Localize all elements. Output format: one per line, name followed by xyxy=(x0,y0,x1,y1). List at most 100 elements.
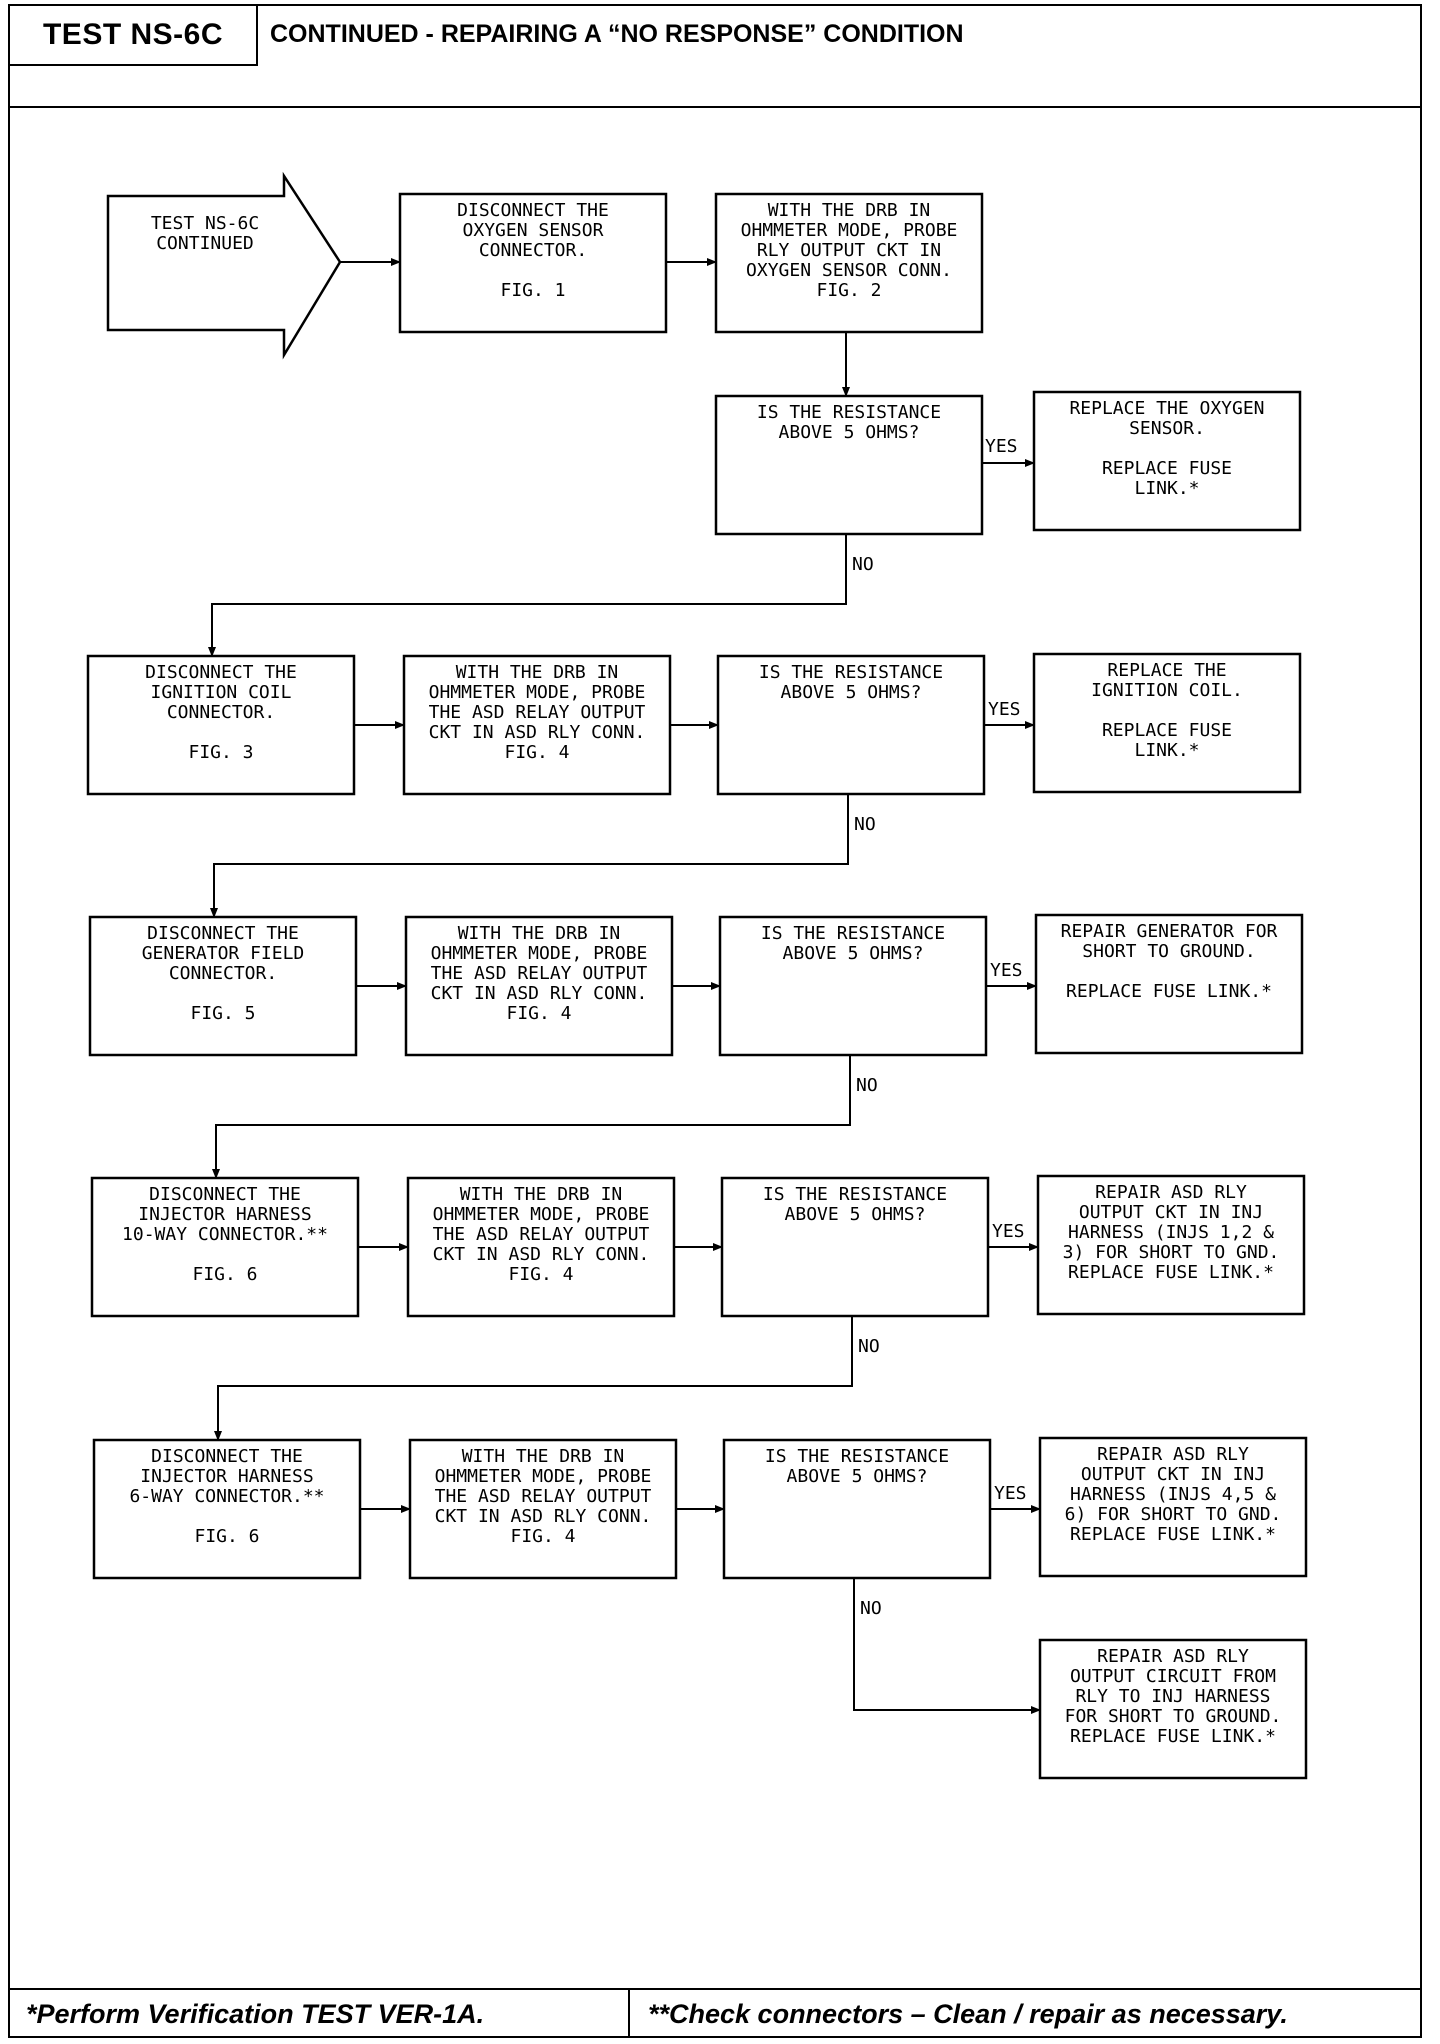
disconnect-oxygen-sensor-box-line: CONNECTOR. xyxy=(479,240,587,261)
probe-asd-relay-box-4-border xyxy=(406,1176,676,1318)
disconnect-generator-field-box-line: FIG. 5 xyxy=(190,1003,255,1024)
repair-injs-456-box-line: HARNESS (INJS 4,5 & xyxy=(1070,1484,1276,1505)
replace-ignition-coil-box-line: REPLACE THE xyxy=(1107,660,1226,681)
yes-label-2: YES xyxy=(988,699,1021,720)
question-box-4-border xyxy=(720,1176,990,1318)
repair-injs-456-box-line: REPLACE FUSE LINK.* xyxy=(1070,1524,1276,1545)
probe-oxygen-sensor-box-border xyxy=(714,192,984,334)
repair-generator-box-line: REPLACE FUSE LINK.* xyxy=(1066,981,1272,1002)
repair-asd-output-circuit-box-line: RLY TO INJ HARNESS xyxy=(1075,1686,1270,1707)
yes-label-3: YES xyxy=(990,960,1023,981)
question-box-3-line: ABOVE 5 OHMS? xyxy=(783,943,924,964)
arrow-no-3 xyxy=(212,1055,851,1179)
probe-oxygen-sensor-box-line: OXYGEN SENSOR CONN. xyxy=(746,260,952,281)
repair-asd-output-circuit-box-line: OUTPUT CIRCUIT FROM xyxy=(1070,1666,1276,1687)
repair-injs-123-box-border xyxy=(1036,1174,1306,1316)
probe-asd-relay-box-2-border xyxy=(402,654,672,796)
repair-generator-box-line: REPAIR GENERATOR FOR xyxy=(1061,921,1278,942)
yes-label-5: YES xyxy=(994,1483,1027,1504)
arrow-no-5 xyxy=(853,1578,1041,1714)
disconnect-injector-10way-box-line: DISCONNECT THE xyxy=(149,1184,301,1205)
disconnect-oxygen-sensor-box-border xyxy=(398,192,668,334)
probe-asd-relay-box-2-line: WITH THE DRB IN xyxy=(456,662,619,683)
disconnect-generator-field-box-line: CONNECTOR. xyxy=(169,963,277,984)
disconnect-injector-10way-box-line: 10-WAY CONNECTOR.** xyxy=(122,1224,328,1245)
probe-asd-relay-box-3-line: OHMMETER MODE, PROBE xyxy=(431,943,648,964)
no-label-1: NO xyxy=(852,554,874,575)
disconnect-oxygen-sensor-box-line: OXYGEN SENSOR xyxy=(463,220,604,241)
disconnect-generator-field-box-line: GENERATOR FIELD xyxy=(142,943,305,964)
repair-generator-box-line: SHORT TO GROUND. xyxy=(1082,941,1255,962)
footer-verification-note: *Perform Verification TEST VER-1A. xyxy=(8,1988,628,2038)
no-label-5: NO xyxy=(860,1598,882,1619)
flow-connectors xyxy=(208,258,1041,1714)
question-box-3-line: IS THE RESISTANCE xyxy=(761,923,945,944)
replace-oxygen-sensor-box-line: REPLACE THE OXYGEN xyxy=(1069,398,1264,419)
repair-injs-456-box-border xyxy=(1038,1436,1308,1578)
probe-oxygen-sensor-box-line: WITH THE DRB IN xyxy=(768,200,931,221)
repair-injs-123-box-line: OUTPUT CKT IN INJ xyxy=(1079,1202,1263,1223)
probe-asd-relay-box-5-line: CKT IN ASD RLY CONN. xyxy=(435,1506,652,1527)
probe-oxygen-sensor-box-line: FIG. 2 xyxy=(816,280,881,301)
probe-asd-relay-box-3-line: WITH THE DRB IN xyxy=(458,923,621,944)
disconnect-ignition-coil-box-line: FIG. 3 xyxy=(188,742,253,763)
question-box-2-border xyxy=(716,654,986,796)
probe-asd-relay-box-2-line: THE ASD RELAY OUTPUT xyxy=(429,702,646,723)
disconnect-injector-10way-box-line: FIG. 6 xyxy=(192,1264,257,1285)
repair-injs-123-box-line: REPAIR ASD RLY xyxy=(1095,1182,1247,1203)
question-box-5-line: ABOVE 5 OHMS? xyxy=(787,1466,928,1487)
disconnect-injector-6way-box-line: INJECTOR HARNESS xyxy=(140,1466,313,1487)
probe-asd-relay-box-3-line: CKT IN ASD RLY CONN. xyxy=(431,983,648,1004)
question-box-1-line: ABOVE 5 OHMS? xyxy=(779,422,920,443)
disconnect-injector-10way-box-border xyxy=(90,1176,360,1318)
disconnect-oxygen-sensor-box-line: FIG. 1 xyxy=(500,280,565,301)
repair-injs-456-box-line: 6) FOR SHORT TO GND. xyxy=(1065,1504,1282,1525)
no-label-3: NO xyxy=(856,1075,878,1096)
probe-asd-relay-box-3-line: FIG. 4 xyxy=(506,1003,571,1024)
disconnect-injector-6way-box-line: FIG. 6 xyxy=(194,1526,259,1547)
probe-asd-relay-box-4-line: THE ASD RELAY OUTPUT xyxy=(433,1224,650,1245)
no-label-2: NO xyxy=(854,814,876,835)
repair-injs-123-box-line: 3) FOR SHORT TO GND. xyxy=(1063,1242,1280,1263)
repair-asd-output-circuit-box-line: REPLACE FUSE LINK.* xyxy=(1070,1726,1276,1747)
replace-ignition-coil-box-line: IGNITION COIL. xyxy=(1091,680,1243,701)
replace-ignition-coil-box-border xyxy=(1032,652,1302,794)
probe-asd-relay-box-5-border xyxy=(408,1438,678,1580)
disconnect-ignition-coil-box-line: DISCONNECT THE xyxy=(145,662,297,683)
replace-oxygen-sensor-box-line: SENSOR. xyxy=(1129,418,1205,439)
disconnect-injector-6way-box-line: DISCONNECT THE xyxy=(151,1446,303,1467)
probe-asd-relay-box-3-border xyxy=(404,915,674,1057)
test-id: TEST NS-6C xyxy=(8,4,258,66)
replace-oxygen-sensor-box-line: LINK.* xyxy=(1134,478,1199,499)
no-label-4: NO xyxy=(858,1336,880,1357)
probe-asd-relay-box-4-line: WITH THE DRB IN xyxy=(460,1184,623,1205)
probe-asd-relay-box-5-line: WITH THE DRB IN xyxy=(462,1446,625,1467)
probe-asd-relay-box-5-line: OHMMETER MODE, PROBE xyxy=(435,1466,652,1487)
probe-oxygen-sensor-box-line: OHMMETER MODE, PROBE xyxy=(741,220,958,241)
probe-oxygen-sensor-box-line: RLY OUTPUT CKT IN xyxy=(757,240,941,261)
yes-label-4: YES xyxy=(992,1221,1025,1242)
probe-asd-relay-box-2-line: CKT IN ASD RLY CONN. xyxy=(429,722,646,743)
start-arrow-text-line: TEST NS-6C xyxy=(151,213,259,234)
repair-injs-123-box-line: HARNESS (INJS 1,2 & xyxy=(1068,1222,1274,1243)
question-box-3-border xyxy=(718,915,988,1057)
probe-asd-relay-box-4-line: CKT IN ASD RLY CONN. xyxy=(433,1244,650,1265)
disconnect-injector-6way-box-border xyxy=(92,1438,362,1580)
header-divider xyxy=(8,106,1422,108)
repair-injs-456-box-line: REPAIR ASD RLY xyxy=(1097,1444,1249,1465)
probe-asd-relay-box-2-line: FIG. 4 xyxy=(504,742,569,763)
